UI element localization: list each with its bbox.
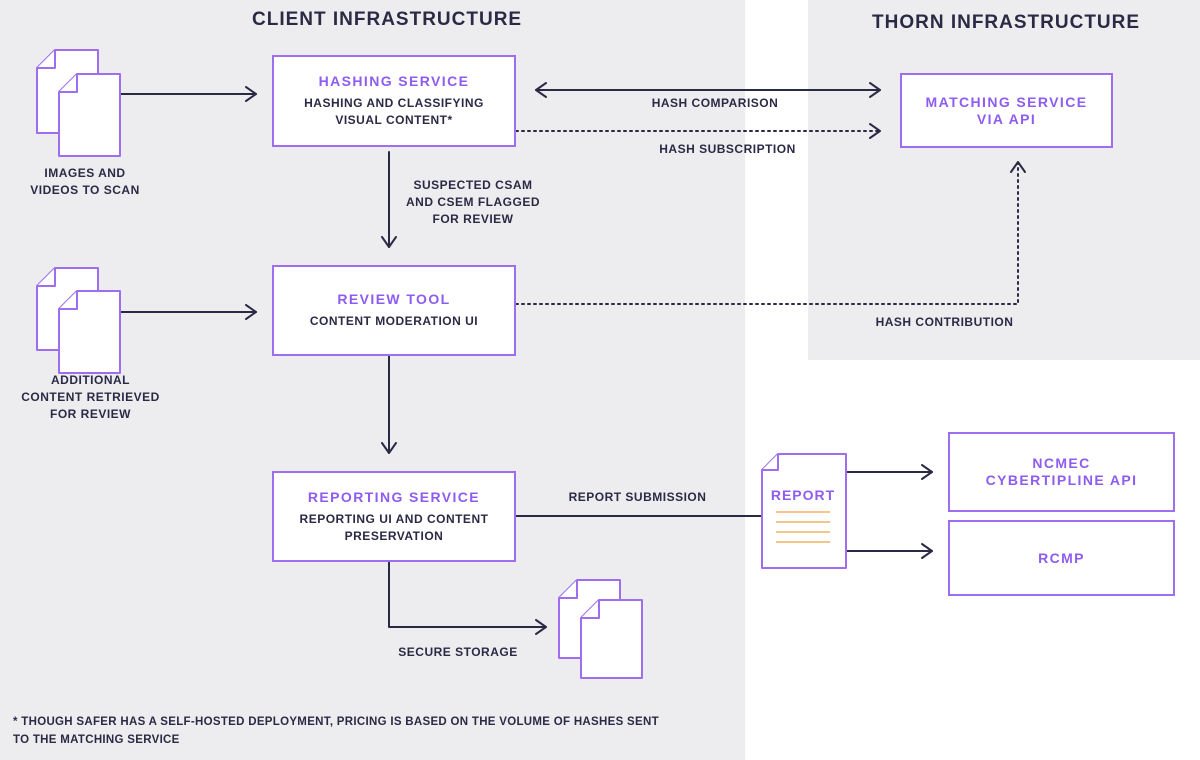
- hashing-service-box: HASHING SERVICE HASHING AND CLASSIFYING …: [272, 55, 516, 147]
- report-lines-icon: [776, 511, 830, 543]
- images-to-scan-label: IMAGES AND VIDEOS TO SCAN: [30, 166, 140, 197]
- rcmp-box: RCMP: [948, 520, 1175, 596]
- client-infrastructure-title: CLIENT INFRASTRUCTURE: [252, 9, 523, 30]
- edge-hash-contribution: [515, 162, 1019, 305]
- suspected-csam-label: SUSPECTED CSAM AND CSEM FLAGGED FOR REVI…: [406, 178, 540, 226]
- secure-storage-documents-icon: [558, 579, 643, 679]
- hashing-service-subtitle: HASHING AND CLASSIFYING VISUAL CONTENT*: [304, 96, 484, 127]
- ncmec-box: NCMEC CYBERTIPLINE API: [948, 432, 1175, 512]
- review-tool-title: REVIEW TOOL: [337, 291, 451, 307]
- matching-service-title: MATCHING SERVICE VIA API: [925, 93, 1088, 127]
- reporting-service-subtitle: REPORTING UI AND CONTENT PRESERVATION: [299, 511, 489, 543]
- footnote: * THOUGH SAFER HAS A SELF-HOSTED DEPLOYM…: [13, 716, 659, 746]
- reporting-service-box: REPORTING SERVICE REPORTING UI AND CONTE…: [272, 471, 516, 562]
- secure-storage-label: SECURE STORAGE: [398, 645, 518, 659]
- images-documents-icon: [36, 49, 121, 157]
- hash-contribution-label: HASH CONTRIBUTION: [875, 315, 1014, 329]
- ncmec-title: NCMEC CYBERTIPLINE API: [985, 455, 1138, 488]
- additional-content-documents-icon: [36, 267, 121, 374]
- hash-subscription-label: HASH SUBSCRIPTION: [659, 142, 796, 156]
- edge-to-secure-storage: [388, 561, 547, 628]
- hashing-service-title: HASHING SERVICE: [318, 73, 470, 89]
- matching-service-box: MATCHING SERVICE VIA API: [900, 73, 1113, 148]
- review-tool-subtitle: CONTENT MODERATION UI: [309, 314, 479, 328]
- report-document-label: REPORT: [770, 487, 836, 503]
- hash-comparison-label: HASH COMPARISON: [651, 96, 779, 110]
- report-submission-label: REPORT SUBMISSION: [568, 490, 707, 504]
- additional-content-label: ADDITIONAL CONTENT RETRIEVED FOR REVIEW: [21, 373, 160, 421]
- review-tool-box: REVIEW TOOL CONTENT MODERATION UI: [272, 265, 516, 356]
- reporting-service-title: REPORTING SERVICE: [307, 488, 481, 505]
- thorn-infrastructure-title: THORN INFRASTRUCTURE: [872, 12, 1141, 33]
- thorn-infrastructure-region: [808, 0, 1200, 360]
- rcmp-title: RCMP: [1038, 549, 1085, 566]
